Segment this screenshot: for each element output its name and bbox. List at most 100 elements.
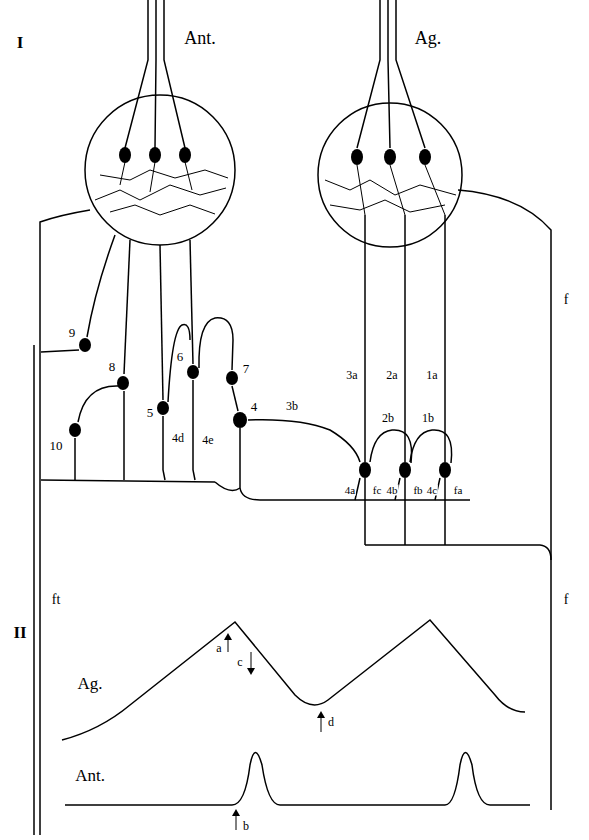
marker-arrow: [228, 638, 229, 652]
collateral: [199, 318, 233, 370]
trace-label: Ant.: [74, 767, 106, 784]
afferent-fiber: [388, 0, 390, 148]
axon: [444, 215, 446, 462]
callout-number: 8: [108, 360, 117, 373]
axon: [355, 478, 440, 500]
cell-body: [117, 376, 129, 390]
arrowheads: [224, 633, 325, 816]
agonist-curve: [62, 620, 525, 740]
cell-body: [233, 412, 247, 428]
collateral: [410, 430, 452, 463]
arrowhead: [232, 809, 240, 816]
callout-number: 2a: [385, 369, 398, 381]
collateral: [168, 325, 190, 402]
axon: [232, 386, 238, 411]
cell-body: [359, 462, 371, 478]
callout-number: 10: [49, 439, 64, 452]
callout-number: 1a: [425, 369, 438, 381]
nucleus-circle: [85, 95, 235, 245]
marker-arrow: [251, 652, 252, 670]
axon: [190, 240, 193, 364]
cell-body: [226, 371, 238, 385]
panel-number: I: [16, 34, 25, 51]
axon: [124, 240, 130, 374]
cell-body: [419, 149, 431, 165]
callout-number: 4d: [171, 432, 185, 444]
afferent-fiber: [357, 0, 380, 148]
efferent-fiber: [33, 345, 35, 835]
axon: [41, 480, 215, 482]
afferent-fiber: [155, 0, 156, 148]
axon: [163, 416, 165, 480]
arrowhead: [224, 633, 232, 640]
afferent-fiber: [125, 0, 148, 148]
activity-curves: [62, 620, 530, 830]
axon: [193, 380, 195, 480]
arrowhead: [317, 711, 325, 718]
callout-number: 4a: [344, 485, 356, 496]
callout-number: 9: [68, 326, 77, 339]
callout-number: 2b: [381, 412, 395, 424]
axon: [160, 245, 163, 400]
axon: [364, 215, 366, 462]
dendrite: [120, 162, 192, 192]
efferent-fiber: [40, 210, 90, 835]
efferent-fiber: [458, 190, 551, 810]
marker-letter: b: [242, 820, 250, 832]
fiber-label: f: [563, 293, 570, 307]
arrowhead: [247, 668, 255, 675]
dendrite: [110, 205, 215, 215]
afferent-fiber: [164, 0, 185, 148]
cell-body: [119, 147, 131, 163]
axon: [41, 350, 79, 352]
callout-number: 1b: [421, 412, 435, 424]
axon: [123, 391, 125, 480]
callout-number: 3b: [285, 400, 299, 412]
cell-body: [351, 149, 363, 165]
axon: [248, 420, 360, 462]
marker-letter: c: [236, 656, 243, 668]
callout-number: 4: [250, 400, 259, 413]
marker-letter: d: [327, 716, 335, 728]
cell-bodies: [69, 147, 451, 478]
axon: [215, 482, 240, 490]
cell-body: [79, 338, 91, 352]
marker-arrow: [321, 716, 322, 732]
fiber-label: f: [563, 593, 570, 607]
callout-number: 7: [242, 362, 251, 375]
callout-number: 4b: [386, 485, 399, 496]
marker-arrow: [236, 814, 237, 830]
cell-body: [149, 147, 161, 163]
dendrite: [95, 185, 226, 200]
collateral: [78, 386, 118, 422]
dendrite: [357, 165, 445, 215]
cell-body: [157, 401, 169, 415]
panel-number: II: [12, 624, 27, 641]
fiber-label: fc: [372, 485, 383, 496]
dendrite: [330, 200, 445, 212]
cell-body: [179, 147, 191, 163]
cell-body: [384, 149, 396, 165]
cell-body: [399, 462, 411, 478]
axon: [240, 428, 470, 500]
circuit-lines: [34, 0, 551, 835]
antagonist-curve: [65, 753, 530, 806]
marker-letter: a: [215, 642, 222, 654]
fiber-label: ft: [51, 593, 62, 607]
callout-number: 4e: [201, 434, 214, 446]
group-label: Ant.: [183, 29, 217, 47]
axon: [365, 478, 445, 545]
callout-number: 5: [146, 406, 155, 419]
cell-body: [439, 462, 451, 478]
fiber-label: fa: [453, 485, 464, 496]
callout-number: 3a: [345, 369, 358, 381]
callout-number: 4c: [426, 485, 438, 496]
axon: [87, 235, 115, 337]
group-label: Ag.: [414, 29, 443, 47]
cell-body: [187, 365, 199, 379]
dendrite: [100, 170, 228, 180]
efferent-fiber: [365, 545, 551, 560]
axon: [74, 438, 76, 480]
